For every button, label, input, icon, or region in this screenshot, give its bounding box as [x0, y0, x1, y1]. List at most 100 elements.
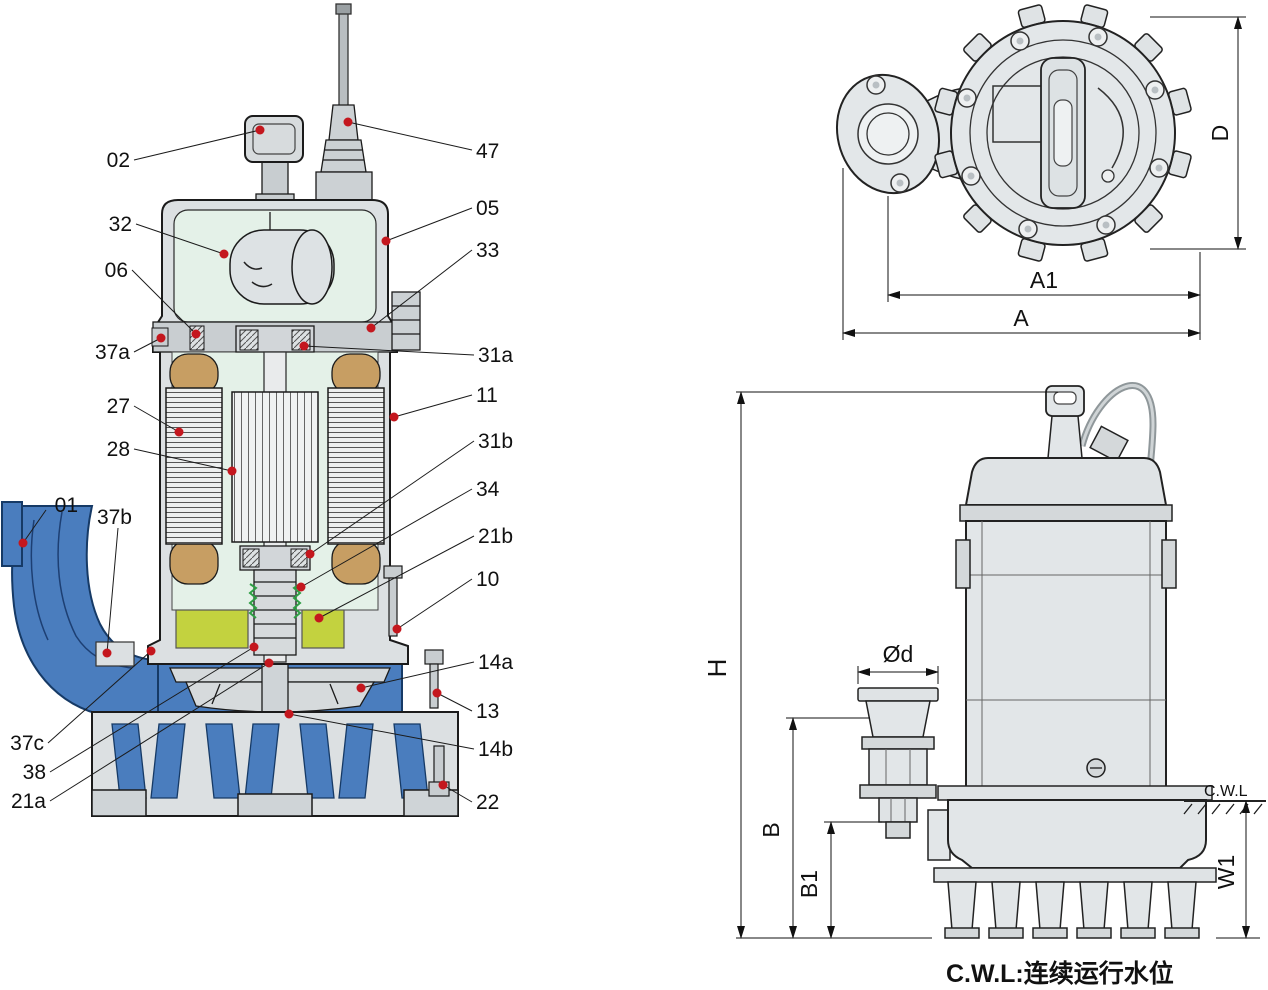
clamp-bolt-right — [1161, 539, 1177, 589]
base-foot-left — [91, 789, 147, 817]
volute-outlet — [1, 501, 159, 715]
dim-label-B1: B1 — [796, 870, 822, 898]
discharge-outlet-side — [857, 687, 939, 839]
part-label-33: 33 — [476, 239, 499, 262]
callout-11: 11 — [389, 384, 498, 422]
part-label-47: 47 — [476, 140, 499, 163]
dim-B: B — [758, 717, 870, 939]
oil-chamber — [175, 609, 345, 649]
callout-37c: 37c — [10, 646, 156, 755]
dim-label-A: A — [1013, 305, 1029, 331]
callout-21a: 21a — [11, 658, 274, 813]
stud-bolt — [388, 577, 398, 637]
stator — [165, 353, 385, 585]
part-label-13: 13 — [476, 700, 499, 723]
stator-core-left — [165, 387, 223, 545]
part-label-14b: 14b — [478, 738, 513, 761]
dim-D: D — [1150, 16, 1246, 250]
callout-32: 32 — [109, 213, 229, 259]
callout-06: 06 — [105, 259, 201, 339]
impeller-hub — [261, 657, 289, 715]
seal-spring-right — [292, 583, 302, 619]
callout-05: 05 — [381, 197, 499, 246]
part-label-22: 22 — [476, 791, 499, 814]
cwl-caption: C.W.L:连续运行水位 — [946, 959, 1174, 988]
part-label-27: 27 — [107, 395, 130, 418]
strainer-side — [933, 867, 1217, 939]
rotor — [231, 391, 319, 543]
handle-side — [1045, 385, 1085, 459]
mechanical-seal — [253, 569, 297, 656]
callout-33: 33 — [366, 239, 499, 333]
lower-bearing-seal — [239, 545, 311, 656]
stator-core-right — [327, 387, 385, 545]
callout-13: 13 — [432, 688, 499, 723]
part-label-37a: 37a — [95, 341, 130, 364]
part-label-28: 28 — [107, 438, 130, 461]
cable-gland-side — [1089, 425, 1129, 463]
callout-31a: 31a — [299, 341, 513, 367]
dim-B1: B1 — [796, 821, 882, 939]
seal-spring-left — [248, 583, 258, 619]
power-cable — [315, 3, 373, 207]
callout-37b: 37b — [97, 506, 132, 658]
part-label-05: 05 — [476, 197, 499, 220]
callout-27: 27 — [107, 395, 184, 437]
casing-bolt — [429, 663, 439, 709]
strainer-base — [91, 711, 459, 817]
part-label-21b: 21b — [478, 525, 513, 548]
part-label-14a: 14a — [478, 651, 513, 674]
part-label-32: 32 — [109, 213, 132, 236]
motor-body-side — [955, 457, 1177, 796]
base-foot-center — [237, 793, 313, 817]
callout-47: 47 — [343, 117, 499, 163]
callout-28: 28 — [107, 438, 237, 476]
dim-label-W1: W1 — [1213, 855, 1239, 890]
dim-label-H: H — [702, 659, 732, 678]
part-label-02: 02 — [107, 149, 130, 172]
impeller — [169, 657, 391, 715]
callout-01: 01 — [18, 494, 78, 548]
cross-section-view — [1, 3, 459, 817]
callout-34: 34 — [296, 478, 500, 592]
outlet-flange — [1, 501, 23, 567]
part-label-31b: 31b — [478, 430, 513, 453]
pump-casing-side — [927, 785, 1213, 869]
callout-31b: 31b — [305, 430, 513, 559]
dim-A1: A1 — [887, 196, 1201, 340]
base-bolt — [433, 745, 445, 785]
callout-21b: 21b — [314, 525, 513, 623]
part-label-01: 01 — [55, 494, 78, 517]
callouts: 02 32 06 37a 27 28 01 37b — [10, 117, 513, 814]
handle — [244, 115, 304, 207]
part-label-21a: 21a — [11, 790, 46, 813]
winding-bottom-right — [331, 539, 381, 585]
dim-W1: W1 — [1213, 800, 1260, 939]
dim-Od: Ød — [857, 641, 939, 684]
part-label-31a: 31a — [478, 344, 513, 367]
part-label-06: 06 — [105, 259, 128, 282]
casing-bolt-head — [424, 649, 444, 665]
winding-bottom-left — [169, 539, 219, 585]
handle-top — [1040, 57, 1086, 209]
callout-02: 02 — [107, 125, 265, 172]
callout-37a: 37a — [95, 333, 166, 364]
side-view: C.W.L H Ød B — [702, 382, 1266, 988]
water-level-symbol: C.W.L — [1183, 783, 1266, 815]
callout-22: 22 — [438, 780, 499, 814]
callout-14a: 14a — [356, 651, 513, 693]
top-view: D A1 A — [835, 3, 1246, 340]
dim-label-A1: A1 — [1030, 267, 1058, 293]
part-label-11: 11 — [476, 384, 498, 407]
callout-38: 38 — [23, 642, 259, 784]
cable-groove — [1097, 87, 1124, 169]
discharge-flange-bolt — [391, 291, 421, 351]
fasteners — [383, 291, 450, 797]
callout-14b: 14b — [284, 709, 513, 761]
dim-label-Od: Ød — [883, 641, 914, 667]
part-label-34: 34 — [476, 478, 500, 501]
part-label-37b: 37b — [97, 506, 132, 529]
capacitor — [229, 212, 335, 305]
clamp-bolt-left — [955, 539, 971, 589]
